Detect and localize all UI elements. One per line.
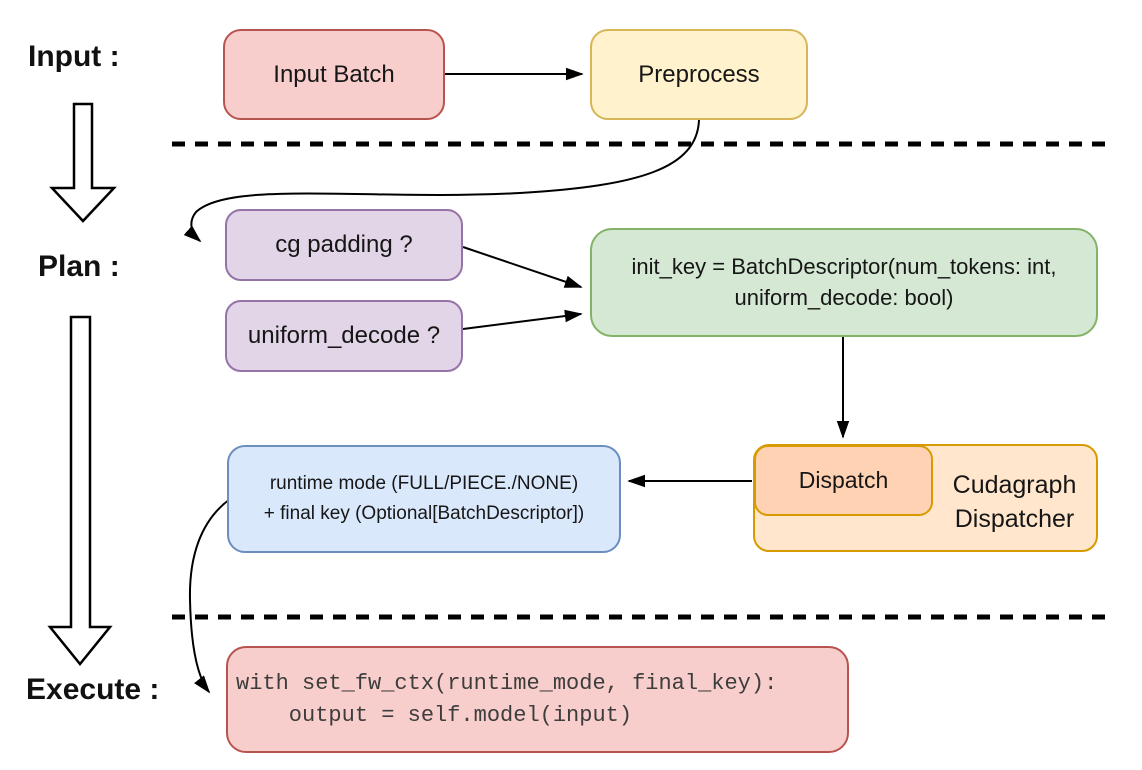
arrow-runtime-to-execute-code (188, 498, 231, 694)
flow-arrow-input-to-plan (49, 102, 117, 223)
node-runtime-result-line2: + final key (Optional[BatchDescriptor]) (263, 503, 585, 524)
node-runtime-result-line1: runtime mode (FULL/PIECE./NONE) (269, 472, 579, 494)
node-preprocess: Preprocess (590, 29, 808, 120)
section-label-input: Input : (28, 40, 120, 73)
section-label-plan: Plan : (38, 250, 120, 283)
node-runtime-result: runtime mode (FULL/PIECE./NONE) + final … (227, 445, 621, 553)
section-label-execute: Execute : (26, 673, 160, 706)
node-input-batch: Input Batch (223, 29, 445, 120)
execute-code-line2: output = self.model(input) (236, 702, 633, 728)
node-dispatch-label: Dispatch (798, 466, 889, 493)
node-uniform-decode: uniform_decode ? (225, 300, 463, 372)
cudagraph-label-line2: Dispatcher (954, 505, 1075, 533)
node-cg-padding: cg padding ? (225, 209, 463, 281)
node-uniform-decode-label: uniform_decode ? (247, 322, 441, 350)
arrow-cg-padding-to-init-key (462, 246, 583, 288)
node-init-key-line1: init_key = BatchDescriptor(num_tokens: i… (631, 253, 1057, 279)
cudagraph-label-line1: Cudagraph (952, 471, 1077, 499)
node-dispatch: Dispatch (754, 445, 933, 516)
node-init-key-line2: uniform_decode: bool) (734, 284, 954, 310)
node-execute-code: with set_fw_ctx(runtime_mode, final_key)… (226, 646, 849, 753)
node-input-batch-label: Input Batch (273, 60, 395, 88)
node-cg-padding-label: cg padding ? (275, 231, 413, 259)
node-init-key: init_key = BatchDescriptor(num_tokens: i… (590, 228, 1098, 337)
execute-code-line1: with set_fw_ctx(runtime_mode, final_key)… (236, 670, 778, 696)
node-preprocess-label: Preprocess (638, 60, 760, 88)
node-cudagraph-dispatcher-label: Cudagraph Dispatcher (937, 468, 1092, 536)
flow-arrow-plan-to-execute (47, 315, 113, 666)
arrow-uniform-decode-to-init-key (462, 309, 583, 330)
